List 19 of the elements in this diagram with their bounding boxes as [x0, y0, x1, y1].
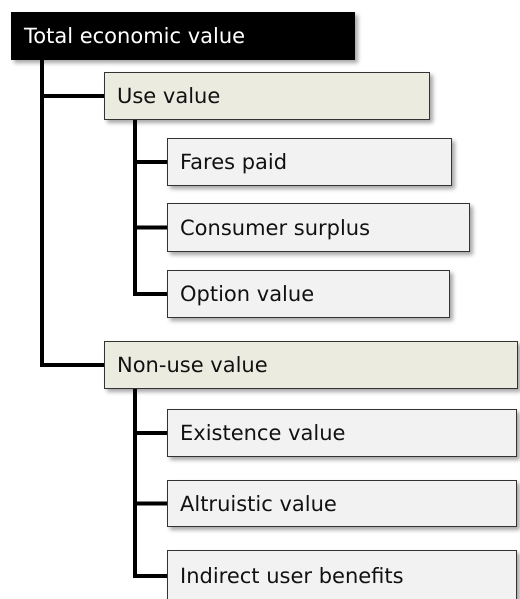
category-label: Existence value: [180, 421, 346, 445]
category-box: [167, 138, 452, 186]
category-box: [167, 270, 450, 318]
category-label: Total economic value: [24, 24, 246, 48]
category-box: [167, 203, 470, 252]
category-box: [167, 409, 517, 457]
category-box: [11, 12, 355, 60]
category-label: Non-use value: [117, 353, 268, 377]
category-label: Use value: [117, 84, 220, 108]
category-box: [104, 341, 518, 389]
category-label: Fares paid: [180, 150, 288, 174]
category-box: [167, 550, 517, 599]
category-label: Altruistic value: [180, 492, 337, 516]
category-box: [167, 480, 517, 527]
connector-line: [40, 60, 104, 367]
category-label: Option value: [180, 282, 314, 306]
category-box: [104, 72, 430, 120]
category-label: Consumer surplus: [180, 216, 370, 240]
category-label: Indirect user benefits: [180, 564, 404, 588]
